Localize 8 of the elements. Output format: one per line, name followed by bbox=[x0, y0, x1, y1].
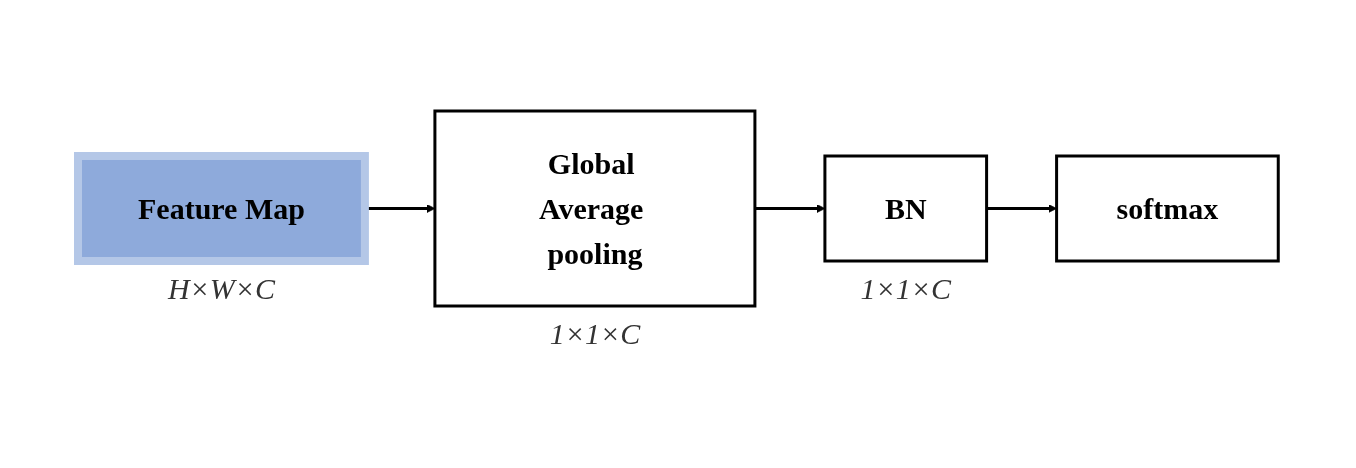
node-box: BN bbox=[823, 154, 988, 262]
node-box: Feature Map bbox=[73, 151, 369, 265]
dimension-label: H×W×C bbox=[167, 271, 275, 305]
node-box: softmax bbox=[1054, 154, 1280, 262]
arrow bbox=[986, 203, 1057, 213]
node-box: Global Average pooling bbox=[433, 109, 757, 307]
dimension-label: 1×1×C bbox=[860, 271, 951, 305]
dimension-label: 1×1×C bbox=[549, 316, 641, 350]
